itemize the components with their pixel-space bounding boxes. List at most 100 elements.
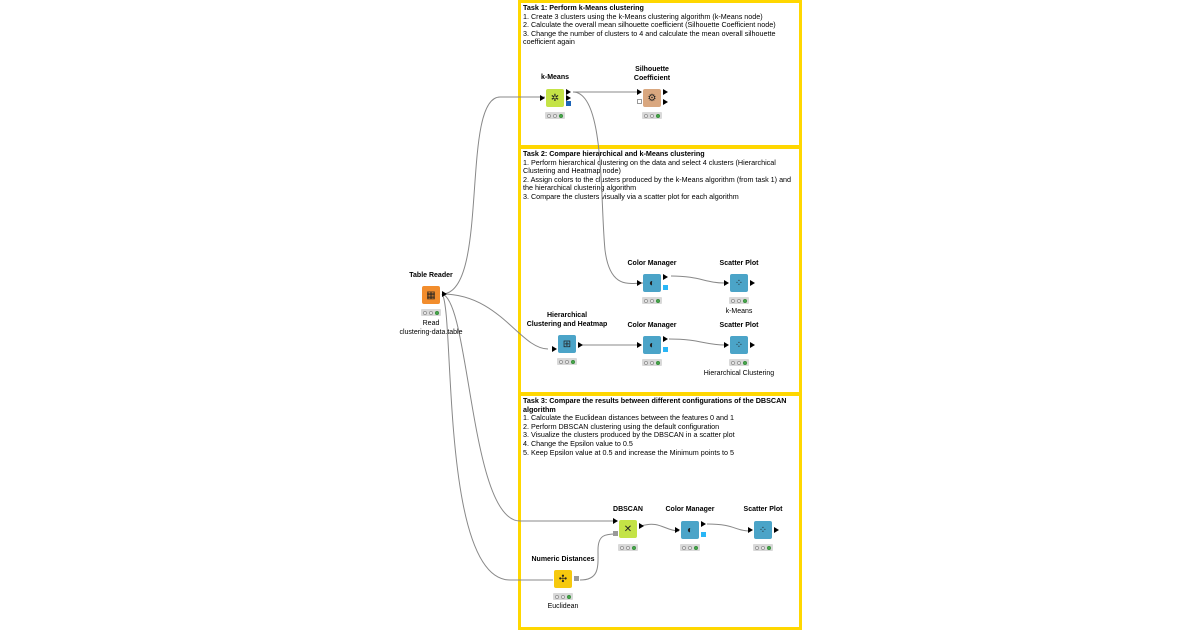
node-status xyxy=(618,544,638,551)
output-port[interactable] xyxy=(663,89,668,95)
input-port-optional[interactable] xyxy=(637,99,642,104)
table-reader-icon: ▦ xyxy=(422,286,440,304)
node-status xyxy=(642,297,662,304)
status-dot-yellow xyxy=(565,359,569,364)
node-status xyxy=(680,544,700,551)
output-port[interactable] xyxy=(663,274,668,280)
node-title-line-1: Hierarchical xyxy=(546,312,588,319)
output-port[interactable] xyxy=(663,336,668,342)
status-dot-red xyxy=(731,298,735,303)
status-dot-green xyxy=(694,545,698,550)
distance-input-port[interactable] xyxy=(613,531,618,536)
kmeans-icon: ✲ xyxy=(546,89,564,107)
node-title: Table Reader xyxy=(409,272,453,279)
annotation-task-1[interactable]: Task 1: Perform k-Means clustering 1. Cr… xyxy=(518,0,802,148)
model-output-port[interactable] xyxy=(566,101,571,106)
status-dot-yellow xyxy=(650,298,654,303)
node-status xyxy=(557,358,577,365)
annotation-line: 2. Calculate the overall mean silhouette… xyxy=(523,20,776,30)
color-model-port[interactable] xyxy=(663,285,668,290)
input-port[interactable] xyxy=(637,342,642,348)
input-port[interactable] xyxy=(748,527,753,533)
node-title: DBSCAN xyxy=(613,506,643,513)
status-dot-yellow xyxy=(561,594,565,599)
status-dot-green xyxy=(656,298,660,303)
input-port[interactable] xyxy=(724,342,729,348)
status-dot-red xyxy=(731,360,735,365)
output-port[interactable] xyxy=(442,291,447,297)
color-model-port[interactable] xyxy=(701,532,706,537)
annotation-line: 1. Perform hierarchical clustering on th… xyxy=(523,157,776,176)
distance-output-port[interactable] xyxy=(574,576,579,581)
annotation-line: 3. Compare the clusters visually via a s… xyxy=(523,191,739,201)
input-port[interactable] xyxy=(540,95,545,101)
status-dot-yellow xyxy=(650,360,654,365)
status-dot-red xyxy=(547,113,551,118)
node-status xyxy=(729,297,749,304)
node-status xyxy=(545,112,565,119)
status-dot-green xyxy=(559,113,563,118)
annotation-line: 3. Change the number of clusters to 4 an… xyxy=(523,28,776,47)
node-title: Silhouette Coefficient xyxy=(597,66,707,83)
node-status xyxy=(729,359,749,366)
node-title-line-2: Clustering and Heatmap xyxy=(526,320,608,328)
output-port[interactable] xyxy=(663,99,668,105)
annotation-line: 1. Calculate the Euclidean distances bet… xyxy=(523,413,734,423)
node-title: Numeric Distances xyxy=(531,556,595,563)
status-dot-yellow xyxy=(626,545,630,550)
status-dot-red xyxy=(559,359,563,364)
annotation-line: 1. Create 3 clusters using the k-Means c… xyxy=(523,11,763,21)
input-port[interactable] xyxy=(637,280,642,286)
color-model-port[interactable] xyxy=(663,347,668,352)
input-port[interactable] xyxy=(613,518,618,524)
status-dot-green xyxy=(632,545,636,550)
node-title: Scatter Plot xyxy=(719,260,759,267)
input-port[interactable] xyxy=(552,346,557,352)
input-port[interactable] xyxy=(724,280,729,286)
annotation-text: Task 3: Compare the results between diff… xyxy=(523,396,793,457)
annotation-text: Task 1: Perform k-Means clustering 1. Cr… xyxy=(523,3,793,47)
node-label: Hierarchical Clustering xyxy=(703,370,775,377)
status-dot-red xyxy=(755,545,759,550)
color-manager-icon: ◐ xyxy=(643,336,661,354)
input-port[interactable] xyxy=(637,89,642,95)
output-port[interactable] xyxy=(774,527,779,533)
node-title: Scatter Plot xyxy=(719,322,759,329)
output-port[interactable] xyxy=(750,342,755,348)
status-dot-red xyxy=(620,545,624,550)
status-dot-green xyxy=(767,545,771,550)
status-dot-green xyxy=(743,360,747,365)
annotation-line: 3. Visualize the clusters produced by th… xyxy=(523,430,735,440)
output-port[interactable] xyxy=(578,342,583,348)
node-title: Color Manager xyxy=(665,506,715,513)
node-status xyxy=(553,593,573,600)
status-dot-green xyxy=(571,359,575,364)
status-dot-yellow xyxy=(553,113,557,118)
output-port[interactable] xyxy=(639,523,644,529)
status-dot-green xyxy=(435,310,439,315)
silhouette-icon: ⚙ xyxy=(643,89,661,107)
status-dot-green xyxy=(743,298,747,303)
node-title: Color Manager xyxy=(627,322,677,329)
node-label-line-1: Read xyxy=(422,320,440,327)
annotation-title: Task 3: Compare the results between diff… xyxy=(523,396,787,414)
annotation-line: 5. Keep Epsilon value at 0.5 and increas… xyxy=(523,447,734,457)
status-dot-yellow xyxy=(650,113,654,118)
input-port[interactable] xyxy=(675,527,680,533)
output-port[interactable] xyxy=(566,89,571,95)
scatter-plot-icon: ⁘ xyxy=(730,336,748,354)
node-label: Read clustering-data.table xyxy=(356,320,506,337)
output-port[interactable] xyxy=(701,521,706,527)
node-status xyxy=(753,544,773,551)
scatter-plot-icon: ⁘ xyxy=(730,274,748,292)
color-manager-icon: ◐ xyxy=(643,274,661,292)
node-title: Color Manager xyxy=(627,260,677,267)
output-port[interactable] xyxy=(566,95,571,101)
node-title: Hierarchical Clustering and Heatmap xyxy=(512,312,622,329)
status-dot-yellow xyxy=(429,310,433,315)
node-label-line-2: clustering-data.table xyxy=(399,328,463,336)
numeric-distances-icon: ✣ xyxy=(554,570,572,588)
output-port[interactable] xyxy=(750,280,755,286)
node-status xyxy=(642,112,662,119)
node-title-line-1: Silhouette xyxy=(635,66,669,73)
